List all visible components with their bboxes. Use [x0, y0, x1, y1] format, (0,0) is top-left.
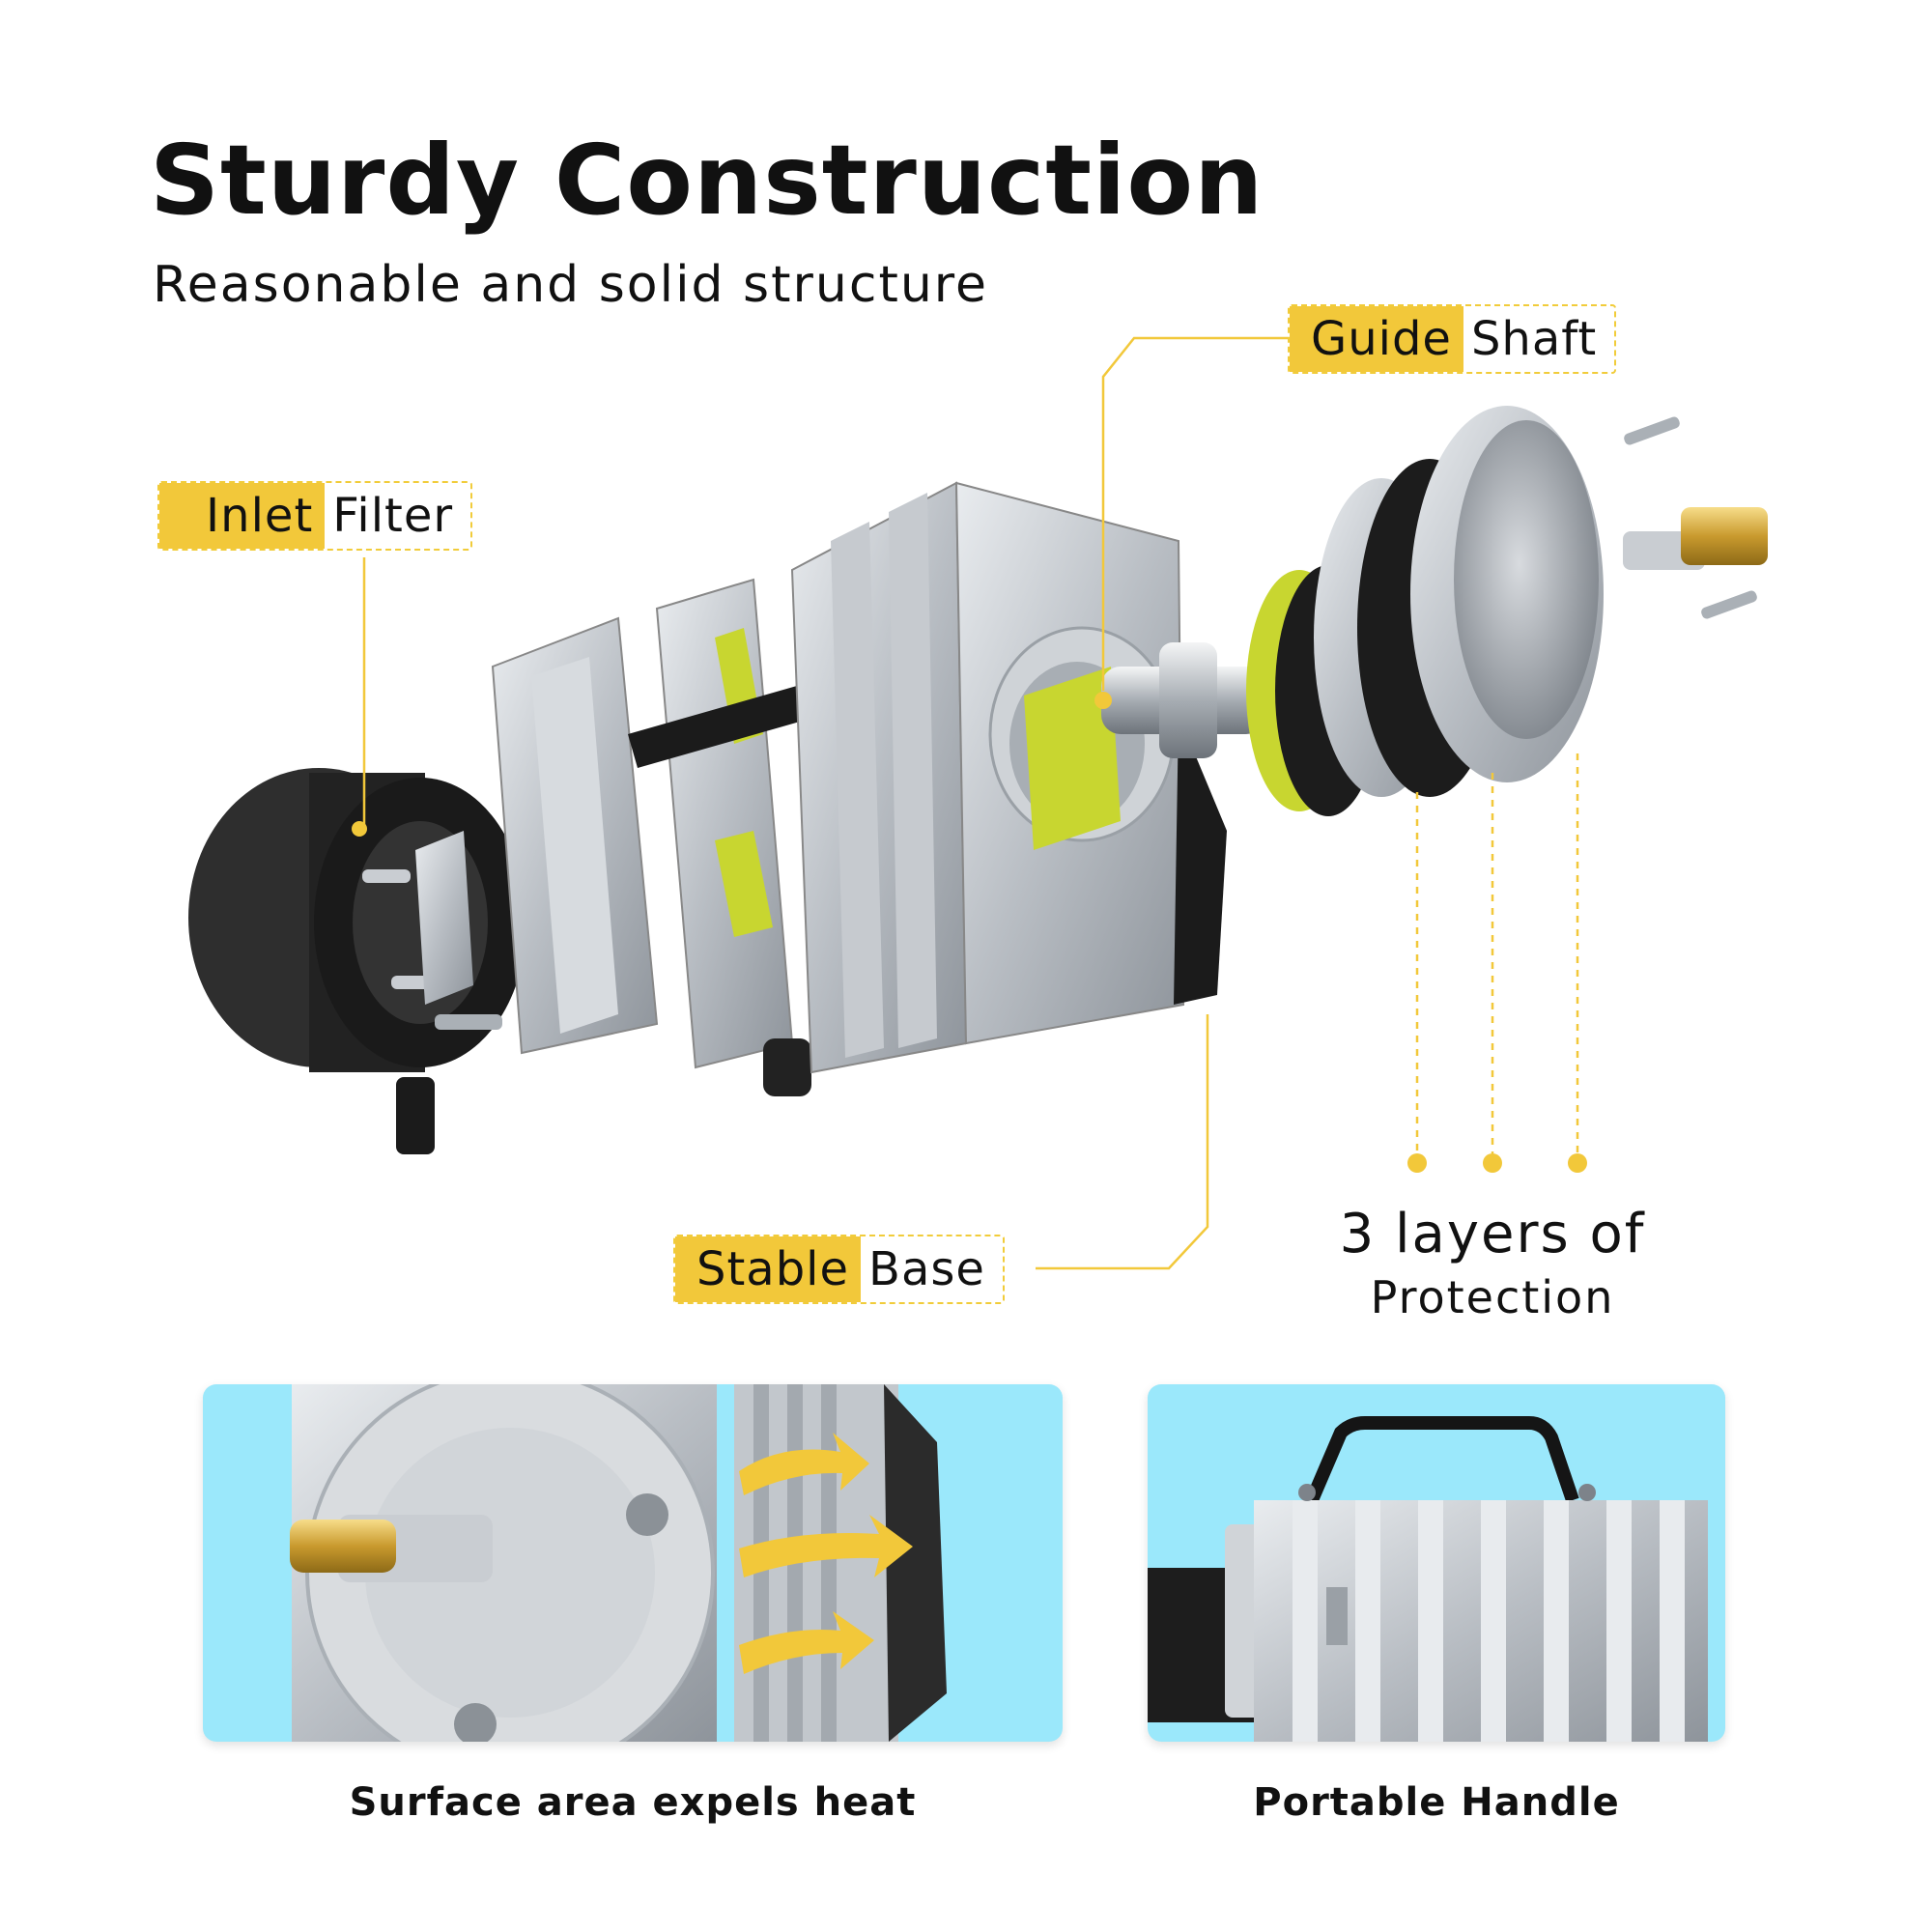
heat-dissipation-panel [203, 1384, 1063, 1742]
callout-highlight: Guide [1290, 306, 1463, 372]
exploded-pump-illustration [188, 336, 1768, 1270]
inlet-filter-part [188, 768, 526, 1154]
callout-inlet-filter: Inlet Filter [157, 481, 473, 551]
callout-highlight: Inlet [159, 483, 326, 549]
portable-handle-panel [1148, 1384, 1725, 1742]
callout-label: Filter [332, 489, 454, 543]
callout-guide-shaft: Guide Shaft [1288, 304, 1617, 374]
callout-label: Shaft [1470, 312, 1598, 366]
guide-shaft-part [1094, 642, 1265, 758]
protection-line-2: Protection [1370, 1271, 1615, 1323]
heat-caption: Surface area expels heat [349, 1780, 917, 1825]
protection-layers-part [1246, 406, 1768, 816]
callout-highlight: Stable [675, 1236, 862, 1302]
protection-label: 3 layers of Protection [1333, 1203, 1652, 1323]
protection-line-1: 3 layers of [1339, 1203, 1646, 1265]
portable-handle-image [1148, 1416, 1708, 1742]
callout-label: Base [868, 1242, 985, 1296]
heat-dissipation-image [290, 1384, 947, 1742]
page-subtitle: Reasonable and solid structure [153, 256, 989, 314]
stable-base-part [1174, 715, 1227, 1005]
finned-housing-left [491, 578, 811, 1096]
finned-housing-main [790, 481, 1227, 1074]
leader-lines [362, 336, 1579, 1270]
callout-stable-base: Stable Base [673, 1235, 1005, 1304]
handle-caption: Portable Handle [1253, 1780, 1620, 1825]
page-title: Sturdy Construction [150, 124, 1264, 237]
